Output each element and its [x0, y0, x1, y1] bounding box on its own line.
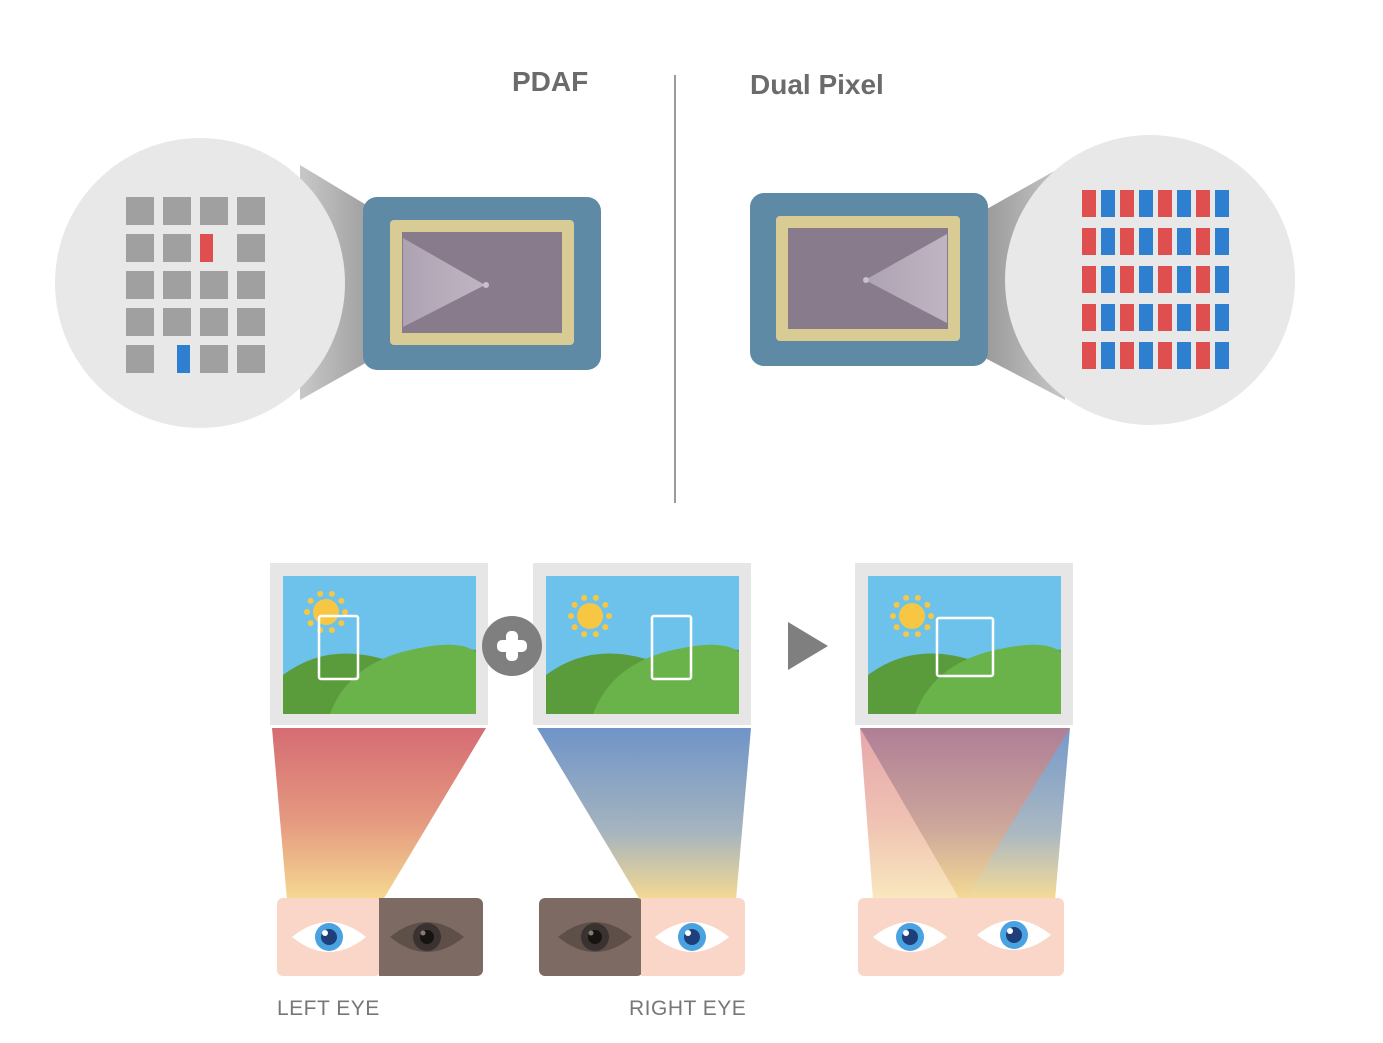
eye-closed-icon [390, 922, 464, 952]
dual-pixel-subpixel [1177, 228, 1191, 255]
image-pixel [237, 197, 265, 225]
image-pixel [126, 197, 154, 225]
dual-pixel-subpixel [1101, 228, 1115, 255]
eye-icon [977, 920, 1051, 950]
pdaf-magnifier [55, 138, 378, 428]
dual-pixel-subpixel [1215, 304, 1229, 331]
dual-pixel-subpixel [1120, 228, 1134, 255]
plus-icon [482, 616, 542, 676]
sun-icon [890, 594, 934, 638]
dual-pixel-subpixel [1196, 190, 1210, 217]
image-pixel [163, 308, 191, 336]
dual-pixel-subpixel [1196, 228, 1210, 255]
dual-pixel-subpixel [1139, 266, 1153, 293]
dual-pixel-subpixel [1082, 228, 1096, 255]
pdaf-title: PDAF [512, 66, 589, 97]
image-pixel [200, 271, 228, 299]
dual-pixel-subpixel [1158, 304, 1172, 331]
right-eye-label: RIGHT EYE [629, 997, 747, 1020]
af-pixel-red [200, 234, 213, 262]
dual-pixel-subpixel [1139, 190, 1153, 217]
image-pixel [237, 271, 265, 299]
dual-pixel-subpixel [1215, 190, 1229, 217]
dual-pixel-sensor [750, 193, 988, 366]
dual-pixel-light-cone [865, 234, 947, 323]
dual-pixel-subpixel [1215, 228, 1229, 255]
dual-pixel-subpixel [1215, 266, 1229, 293]
image-pixel [126, 345, 154, 373]
image-pixel [163, 271, 191, 299]
dual-pixel-title: Dual Pixel [750, 69, 884, 100]
dual-pixel-subpixel [1196, 342, 1210, 369]
af-pixel-blue [177, 345, 190, 373]
both-eyes-panel [858, 898, 1064, 976]
play-arrow-icon [788, 622, 828, 670]
dual-pixel-magnifier [985, 135, 1295, 425]
dual-pixel-subpixel [1101, 266, 1115, 293]
dual-pixel-subpixel [1101, 190, 1115, 217]
pdaf-light-cone [403, 238, 485, 327]
focus-box-square [935, 616, 995, 678]
image-pixel [237, 234, 265, 262]
image-pixel [163, 234, 191, 262]
dual-pixel-subpixel [1120, 342, 1134, 369]
eye-icon [292, 922, 366, 952]
sun-icon [568, 594, 612, 638]
image-pixel [237, 308, 265, 336]
left-eye-panel [277, 898, 483, 976]
focus-box-tall [650, 614, 693, 681]
dual-pixel-subpixel [1101, 342, 1115, 369]
pdaf-sensor [363, 197, 601, 370]
dual-pixel-subpixel [1158, 266, 1172, 293]
dual-pixel-subpixel [1120, 190, 1134, 217]
image-pixel [200, 197, 228, 225]
focus-box-tall [317, 614, 360, 681]
image-pixel [237, 345, 265, 373]
image-pixel [200, 308, 228, 336]
image-pixel [126, 308, 154, 336]
right-eye-picture [533, 563, 751, 725]
dual-pixel-subpixel [1196, 304, 1210, 331]
eye-closed-icon [558, 922, 632, 952]
dual-pixel-subpixel [1082, 190, 1096, 217]
dual-pixel-subpixel [1120, 304, 1134, 331]
right-eye-panel [539, 898, 745, 976]
dual-pixel-grid [1082, 190, 1229, 369]
image-pixel [126, 234, 154, 262]
dual-pixel-subpixel [1158, 342, 1172, 369]
dual-pixel-subpixel [1177, 266, 1191, 293]
dual-pixel-subpixel [1139, 228, 1153, 255]
dual-pixel-subpixel [1177, 190, 1191, 217]
dual-pixel-subpixel [1196, 266, 1210, 293]
left-eye-beam [272, 728, 486, 900]
left-eye-label: LEFT EYE [277, 997, 380, 1020]
dual-pixel-subpixel [1158, 190, 1172, 217]
image-pixel [163, 197, 191, 225]
image-pixel [126, 271, 154, 299]
pdaf-pixel-grid [126, 197, 265, 373]
eye-icon [655, 922, 729, 952]
right-eye-beam [537, 728, 751, 900]
dual-pixel-subpixel [1215, 342, 1229, 369]
dual-pixel-subpixel [1082, 266, 1096, 293]
left-eye-picture [270, 563, 488, 725]
dual-pixel-subpixel [1120, 266, 1134, 293]
dual-pixel-subpixel [1177, 342, 1191, 369]
dual-pixel-subpixel [1082, 304, 1096, 331]
eye-icon [873, 922, 947, 952]
dual-pixel-subpixel [1139, 304, 1153, 331]
dual-pixel-subpixel [1177, 304, 1191, 331]
image-pixel [200, 345, 228, 373]
dual-pixel-subpixel [1139, 342, 1153, 369]
dual-pixel-subpixel [1158, 228, 1172, 255]
dual-pixel-subpixel [1101, 304, 1115, 331]
dual-pixel-subpixel [1082, 342, 1096, 369]
combined-beams [860, 728, 1070, 900]
combined-picture [855, 563, 1073, 725]
